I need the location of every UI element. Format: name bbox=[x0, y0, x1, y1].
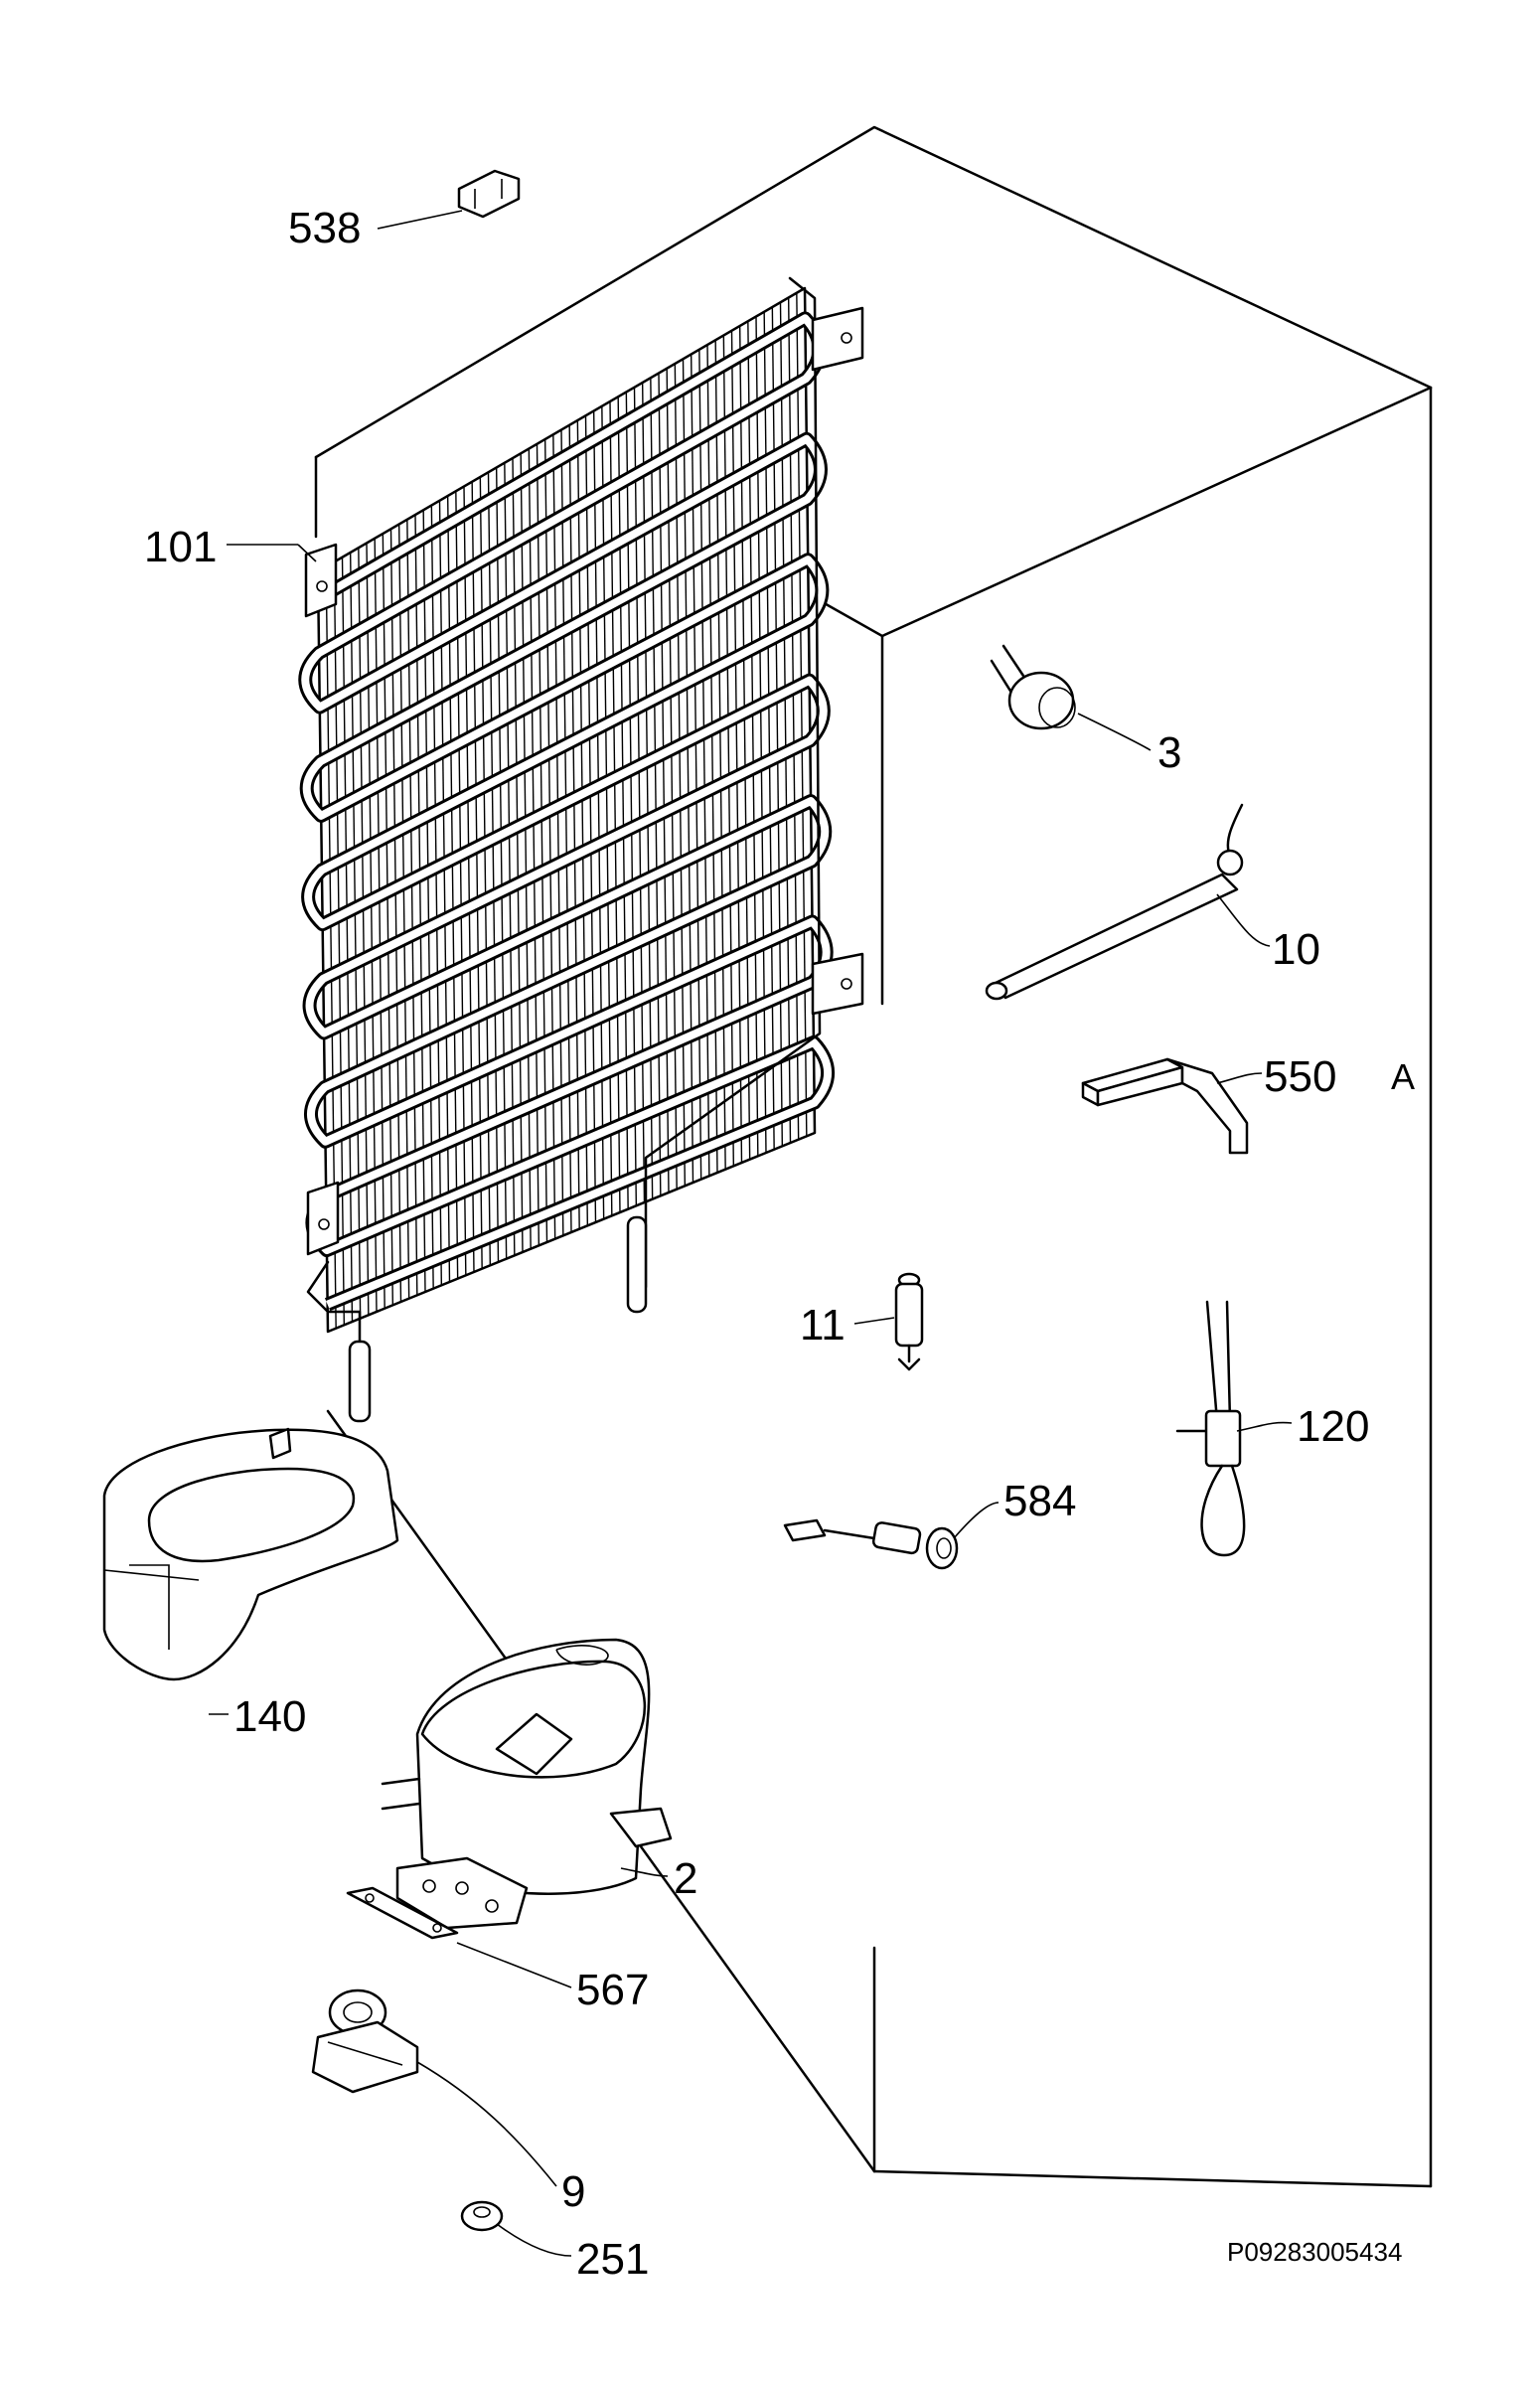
condenser-fin bbox=[609, 400, 621, 1213]
condenser-fin bbox=[333, 561, 346, 1326]
condenser-fin bbox=[698, 349, 710, 1177]
label-120: 120 bbox=[1297, 1402, 1369, 1451]
condenser-fin bbox=[389, 529, 402, 1303]
label-3: 3 bbox=[1157, 728, 1181, 777]
condenser-fin bbox=[763, 311, 775, 1150]
condenser-fin bbox=[617, 397, 629, 1209]
condenser-fin bbox=[771, 306, 784, 1147]
condenser-fin bbox=[747, 321, 759, 1157]
label-9: 9 bbox=[561, 2167, 585, 2216]
condenser-fin bbox=[779, 302, 792, 1144]
condenser-fin bbox=[576, 419, 589, 1226]
condenser-fin bbox=[512, 457, 524, 1253]
relay-11[interactable] bbox=[894, 1272, 924, 1371]
condenser-fin bbox=[730, 330, 743, 1164]
nut-251[interactable] bbox=[460, 2200, 504, 2232]
condenser-fin bbox=[706, 344, 718, 1174]
condenser-fin bbox=[382, 533, 394, 1306]
condenser-fin bbox=[406, 519, 418, 1296]
condenser-fin bbox=[625, 392, 638, 1206]
sensor-120[interactable] bbox=[1175, 1300, 1246, 1557]
compressor-2[interactable] bbox=[381, 1638, 673, 1930]
condenser-fin bbox=[738, 325, 751, 1160]
condenser-fin bbox=[584, 415, 597, 1223]
condenser-fin bbox=[560, 429, 572, 1233]
condenser-fin bbox=[397, 524, 410, 1299]
condenser-fin bbox=[536, 443, 548, 1243]
clip-538[interactable] bbox=[457, 169, 521, 219]
condenser-fin bbox=[366, 543, 378, 1313]
condenser-fin bbox=[633, 387, 646, 1203]
label-584: 584 bbox=[1003, 1477, 1076, 1525]
condenser-fin bbox=[479, 476, 492, 1266]
condenser-fin bbox=[358, 548, 370, 1316]
capacitor-3[interactable] bbox=[990, 644, 1076, 730]
condenser-fin bbox=[374, 538, 385, 1309]
condenser-fin bbox=[487, 472, 500, 1263]
thermostat-10[interactable] bbox=[985, 803, 1244, 1001]
condenser-coil[interactable] bbox=[298, 276, 864, 1423]
condenser-fin bbox=[422, 510, 434, 1289]
thermal-switch-584[interactable] bbox=[783, 1518, 959, 1570]
part-labels: 538 101 3 10 550 A 11 120 584 140 2 567 … bbox=[144, 204, 1415, 2284]
condenser-fin bbox=[755, 316, 767, 1154]
condenser-fin bbox=[455, 491, 467, 1276]
condenser-fin bbox=[641, 382, 654, 1199]
condenser-fin bbox=[471, 481, 483, 1269]
condenser-fin bbox=[543, 438, 556, 1239]
label-550-suffix: A bbox=[1391, 1056, 1415, 1097]
label-567: 567 bbox=[576, 1966, 649, 2014]
condenser-fin bbox=[463, 486, 475, 1273]
condenser-fin bbox=[520, 453, 532, 1249]
condenser-fin bbox=[650, 378, 662, 1196]
condenser-fin bbox=[528, 448, 540, 1246]
label-140: 140 bbox=[233, 1692, 306, 1741]
condenser-fin bbox=[446, 495, 459, 1279]
leader-lines bbox=[209, 210, 1293, 2257]
condenser-fin bbox=[568, 424, 580, 1229]
condenser-fin bbox=[552, 434, 564, 1236]
condenser-fin bbox=[714, 340, 726, 1170]
drip-tray-140[interactable] bbox=[102, 1427, 399, 1681]
condenser-fin bbox=[787, 297, 800, 1140]
condenser-fin bbox=[430, 505, 443, 1286]
condenser-fin bbox=[349, 552, 362, 1319]
condenser-fin bbox=[504, 462, 516, 1256]
condenser-fin bbox=[341, 556, 354, 1323]
bracket-550A[interactable] bbox=[1081, 1057, 1249, 1155]
condenser-fin bbox=[682, 359, 694, 1184]
condenser-fin bbox=[414, 514, 426, 1293]
label-11: 11 bbox=[800, 1301, 846, 1350]
mounting-plate-567[interactable] bbox=[346, 1886, 459, 1940]
condenser-fin bbox=[674, 363, 687, 1187]
diagram-code: P09283005434 bbox=[1227, 2237, 1402, 2267]
condenser-fin bbox=[690, 354, 702, 1180]
condenser-fin bbox=[796, 292, 808, 1137]
condenser-fin bbox=[658, 373, 670, 1193]
condenser-fin bbox=[592, 410, 605, 1219]
condenser-fin bbox=[495, 467, 508, 1259]
condenser-fin bbox=[438, 500, 451, 1283]
condenser-fin bbox=[666, 368, 678, 1190]
label-2: 2 bbox=[674, 1854, 697, 1903]
condenser-fin bbox=[722, 335, 735, 1167]
label-251: 251 bbox=[576, 2235, 649, 2284]
label-10: 10 bbox=[1272, 925, 1320, 974]
label-550: 550 bbox=[1264, 1052, 1336, 1101]
condenser-fin bbox=[601, 405, 613, 1216]
clamp-9[interactable] bbox=[311, 1988, 419, 2094]
label-538: 538 bbox=[288, 204, 361, 252]
label-101: 101 bbox=[144, 523, 217, 571]
